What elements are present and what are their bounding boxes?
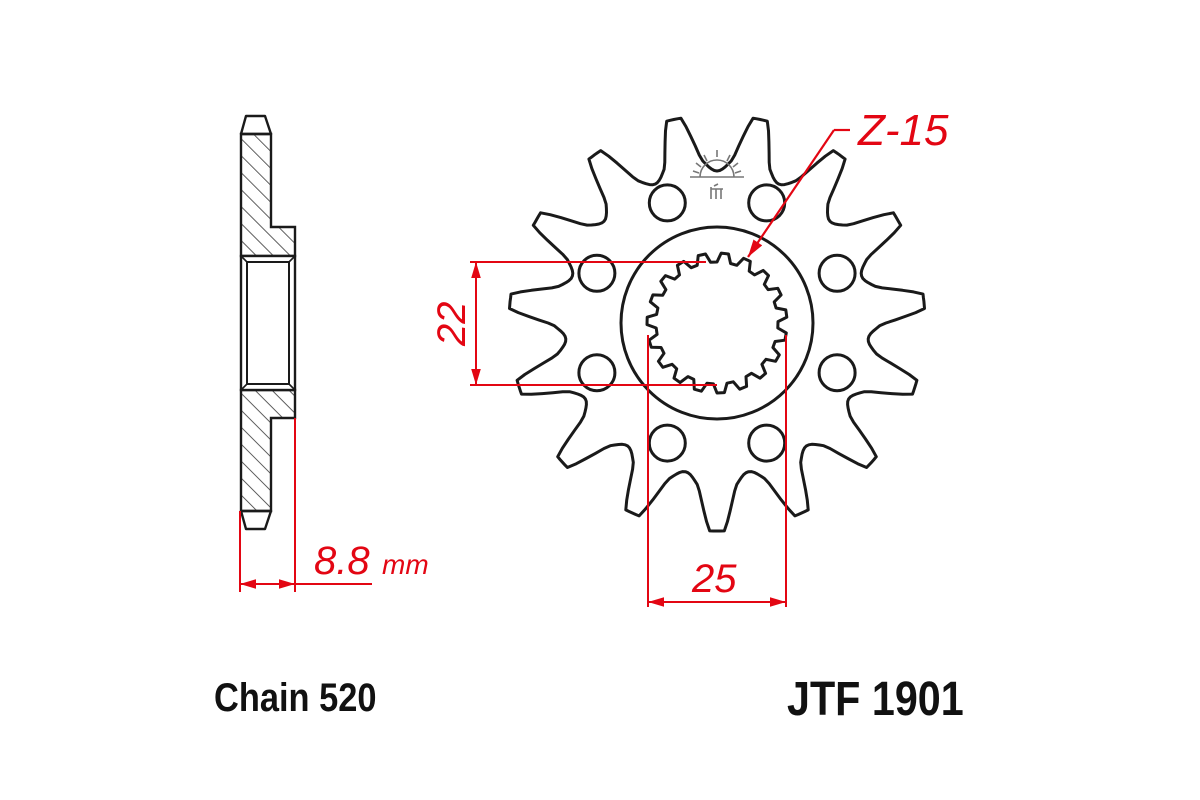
hub-circle — [619, 225, 815, 421]
bolt-hole — [577, 353, 617, 393]
bolt-hole — [747, 183, 787, 223]
spline-width-value: 25 — [691, 557, 737, 601]
part-number: JTF 1901 — [787, 673, 964, 726]
side-bore-inner — [246, 261, 290, 385]
bolt-hole — [577, 253, 617, 293]
side-view — [239, 114, 297, 531]
spline-height-value: 22 — [430, 302, 474, 348]
side-bottom-tooth — [239, 509, 273, 531]
bolt-hole — [647, 423, 687, 463]
bolt-hole — [647, 183, 687, 223]
sun-logo-icon — [690, 150, 744, 199]
side-top-tooth — [239, 114, 273, 136]
spline-width-dimension — [647, 335, 787, 607]
chain-label: Chain 520 — [214, 676, 377, 720]
spline-bore — [645, 251, 789, 395]
bolt-holes — [577, 183, 857, 463]
teeth-count-label: Z-15 — [857, 106, 949, 155]
bolt-hole — [817, 253, 857, 293]
spline-height-dimension — [470, 261, 717, 386]
thickness-unit: mm — [382, 549, 429, 580]
thickness-dimension — [239, 418, 372, 592]
bolt-hole — [817, 353, 857, 393]
side-upper-section — [239, 132, 297, 258]
bolt-hole — [747, 423, 787, 463]
front-view — [508, 116, 926, 533]
teeth-count-leader — [747, 128, 850, 258]
side-bore — [239, 254, 297, 392]
thickness-value: 8.8 — [314, 539, 370, 583]
side-lower-section — [239, 388, 297, 513]
